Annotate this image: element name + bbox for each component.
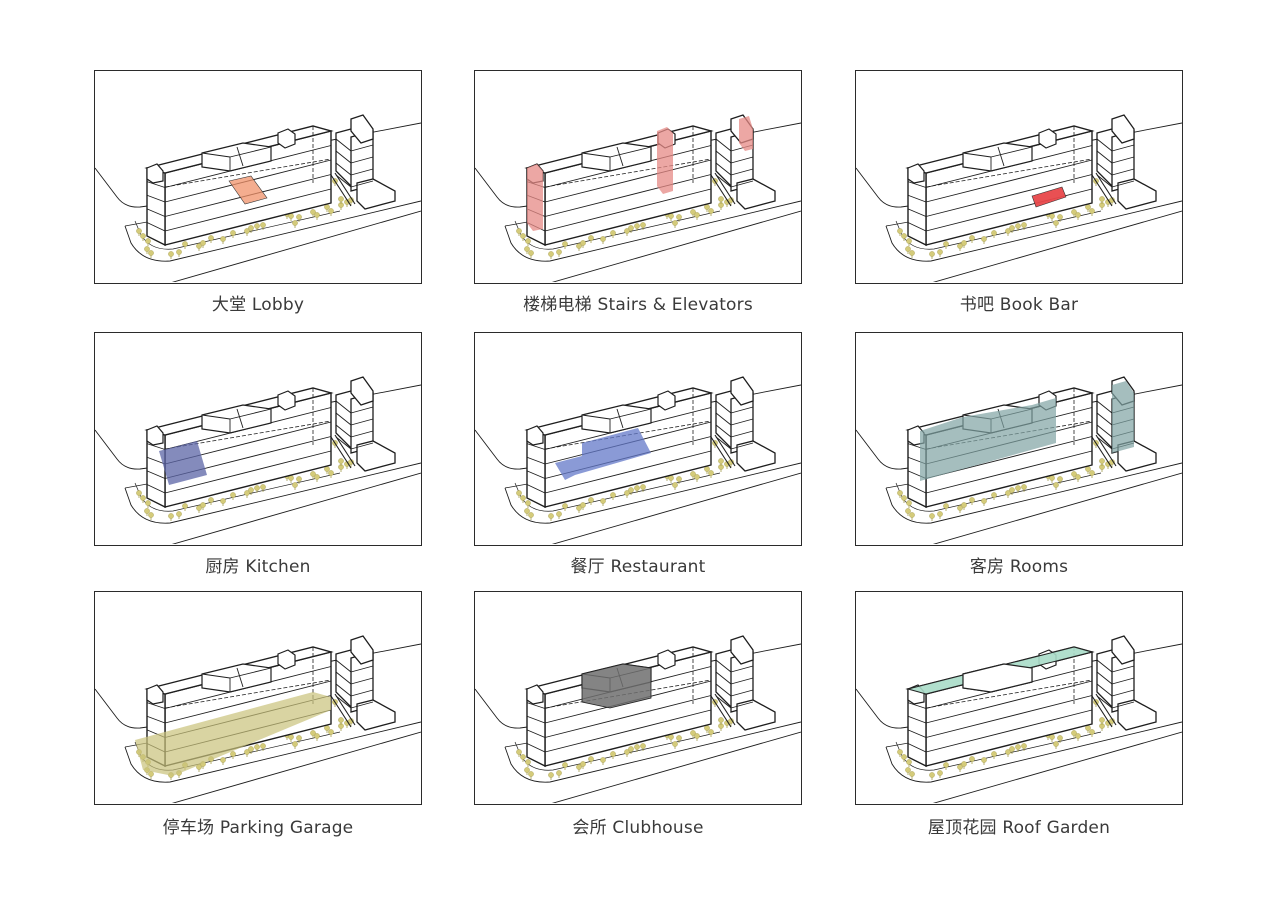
program-highlight bbox=[920, 381, 1134, 481]
axonometric-drawing bbox=[856, 635, 1182, 803]
panel-caption-lobby: 大堂 Lobby bbox=[211, 295, 305, 315]
axonometric-drawing bbox=[95, 376, 421, 544]
diagram-panel-lobby bbox=[94, 70, 422, 284]
diagram-panel-kitchen bbox=[94, 332, 422, 546]
program-highlight bbox=[555, 428, 651, 480]
panel-caption-stairs: 楼梯电梯 Stairs & Elevators bbox=[523, 295, 753, 315]
axonometric-drawing bbox=[95, 635, 421, 803]
panel-caption-clubhouse: 会所 Clubhouse bbox=[572, 818, 704, 838]
program-highlight bbox=[581, 663, 652, 709]
program-highlight bbox=[228, 175, 268, 205]
diagram-panel-parking bbox=[94, 591, 422, 805]
program-highlight bbox=[527, 116, 753, 231]
diagram-panel-restaurant bbox=[474, 332, 802, 546]
panel-caption-kitchen: 厨房 Kitchen bbox=[205, 557, 311, 577]
axonometric-drawing bbox=[475, 635, 801, 803]
program-highlight bbox=[135, 692, 331, 776]
diagram-panel-stairs bbox=[474, 70, 802, 284]
diagram-panel-rooms bbox=[855, 332, 1183, 546]
panel-caption-parking: 停车场 Parking Garage bbox=[162, 818, 354, 838]
program-highlight bbox=[906, 646, 1094, 695]
diagram-panel-clubhouse bbox=[474, 591, 802, 805]
axonometric-drawing bbox=[95, 114, 421, 282]
diagram-panel-bookbar bbox=[855, 70, 1183, 284]
panel-caption-restaurant: 餐厅 Restaurant bbox=[570, 557, 706, 577]
program-highlight bbox=[1031, 186, 1067, 208]
axonometric-drawing bbox=[856, 376, 1182, 544]
program-highlight bbox=[159, 441, 207, 485]
axonometric-drawing bbox=[856, 114, 1182, 282]
axonometric-drawing bbox=[475, 376, 801, 544]
panel-caption-roofgarden: 屋顶花园 Roof Garden bbox=[927, 818, 1111, 838]
panel-caption-bookbar: 书吧 Book Bar bbox=[959, 295, 1079, 315]
axonometric-drawing bbox=[475, 114, 801, 282]
panel-caption-rooms: 客房 Rooms bbox=[969, 557, 1069, 577]
diagram-panel-roofgarden bbox=[855, 591, 1183, 805]
